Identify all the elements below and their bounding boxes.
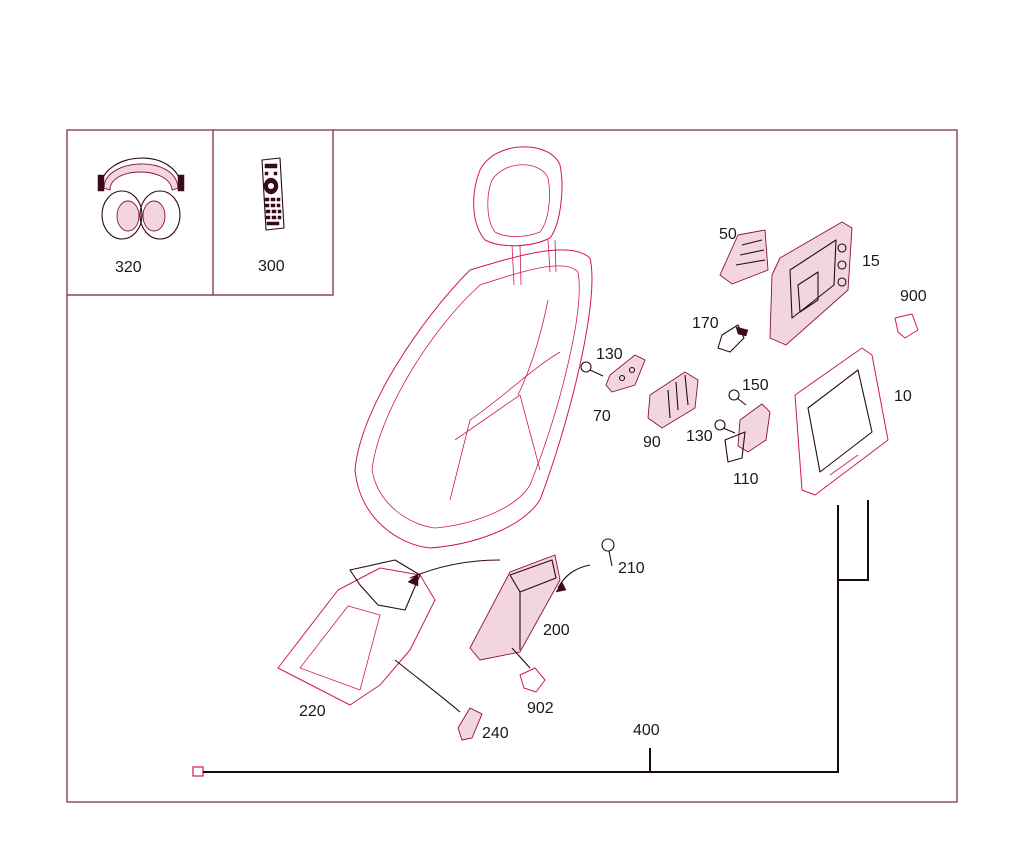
callout-130-a: 130 xyxy=(596,346,623,363)
cover-bracket-50[interactable] xyxy=(719,229,769,285)
label-tag-902[interactable] xyxy=(511,647,546,693)
remote-control-icon[interactable] xyxy=(261,157,285,231)
mount-frame-15[interactable] xyxy=(769,221,853,346)
display-monitor-icon[interactable] xyxy=(794,347,889,496)
bracket-70[interactable] xyxy=(605,354,646,393)
connector-icon[interactable] xyxy=(457,707,483,741)
screw-210[interactable] xyxy=(555,538,615,593)
seat-backrest-icon xyxy=(354,146,593,549)
callout-400: 400 xyxy=(633,722,660,739)
clip-170[interactable] xyxy=(717,324,749,353)
wiring-harness-400[interactable] xyxy=(192,500,869,777)
callout-10: 10 xyxy=(894,388,912,405)
label-tag-900[interactable] xyxy=(894,313,919,339)
callout-15: 15 xyxy=(862,253,880,270)
screw-icon[interactable] xyxy=(580,361,604,377)
media-module-200[interactable] xyxy=(469,554,561,661)
headphones-icon[interactable] xyxy=(97,157,185,240)
screw-150[interactable] xyxy=(728,389,747,406)
callout-300: 300 xyxy=(258,258,285,275)
callout-900: 900 xyxy=(900,288,927,305)
callout-220: 220 xyxy=(299,703,326,720)
callout-200: 200 xyxy=(543,622,570,639)
callout-240: 240 xyxy=(482,725,509,742)
callout-70: 70 xyxy=(593,408,611,425)
diagram-frame xyxy=(66,129,958,803)
callout-170: 170 xyxy=(692,315,719,332)
callout-902: 902 xyxy=(527,700,554,717)
hinge-90[interactable] xyxy=(647,371,699,429)
screw-130-lower[interactable] xyxy=(714,419,736,434)
callout-320: 320 xyxy=(115,259,142,276)
callout-210: 210 xyxy=(618,560,645,577)
hinge-110[interactable] xyxy=(724,403,771,463)
backrest-panel-220[interactable] xyxy=(277,559,501,713)
callout-150: 150 xyxy=(742,377,769,394)
callout-110: 110 xyxy=(733,471,759,488)
callout-130-b: 130 xyxy=(686,428,713,445)
callout-90: 90 xyxy=(643,434,661,451)
accessory-inset xyxy=(67,130,334,296)
callout-50: 50 xyxy=(719,226,737,243)
